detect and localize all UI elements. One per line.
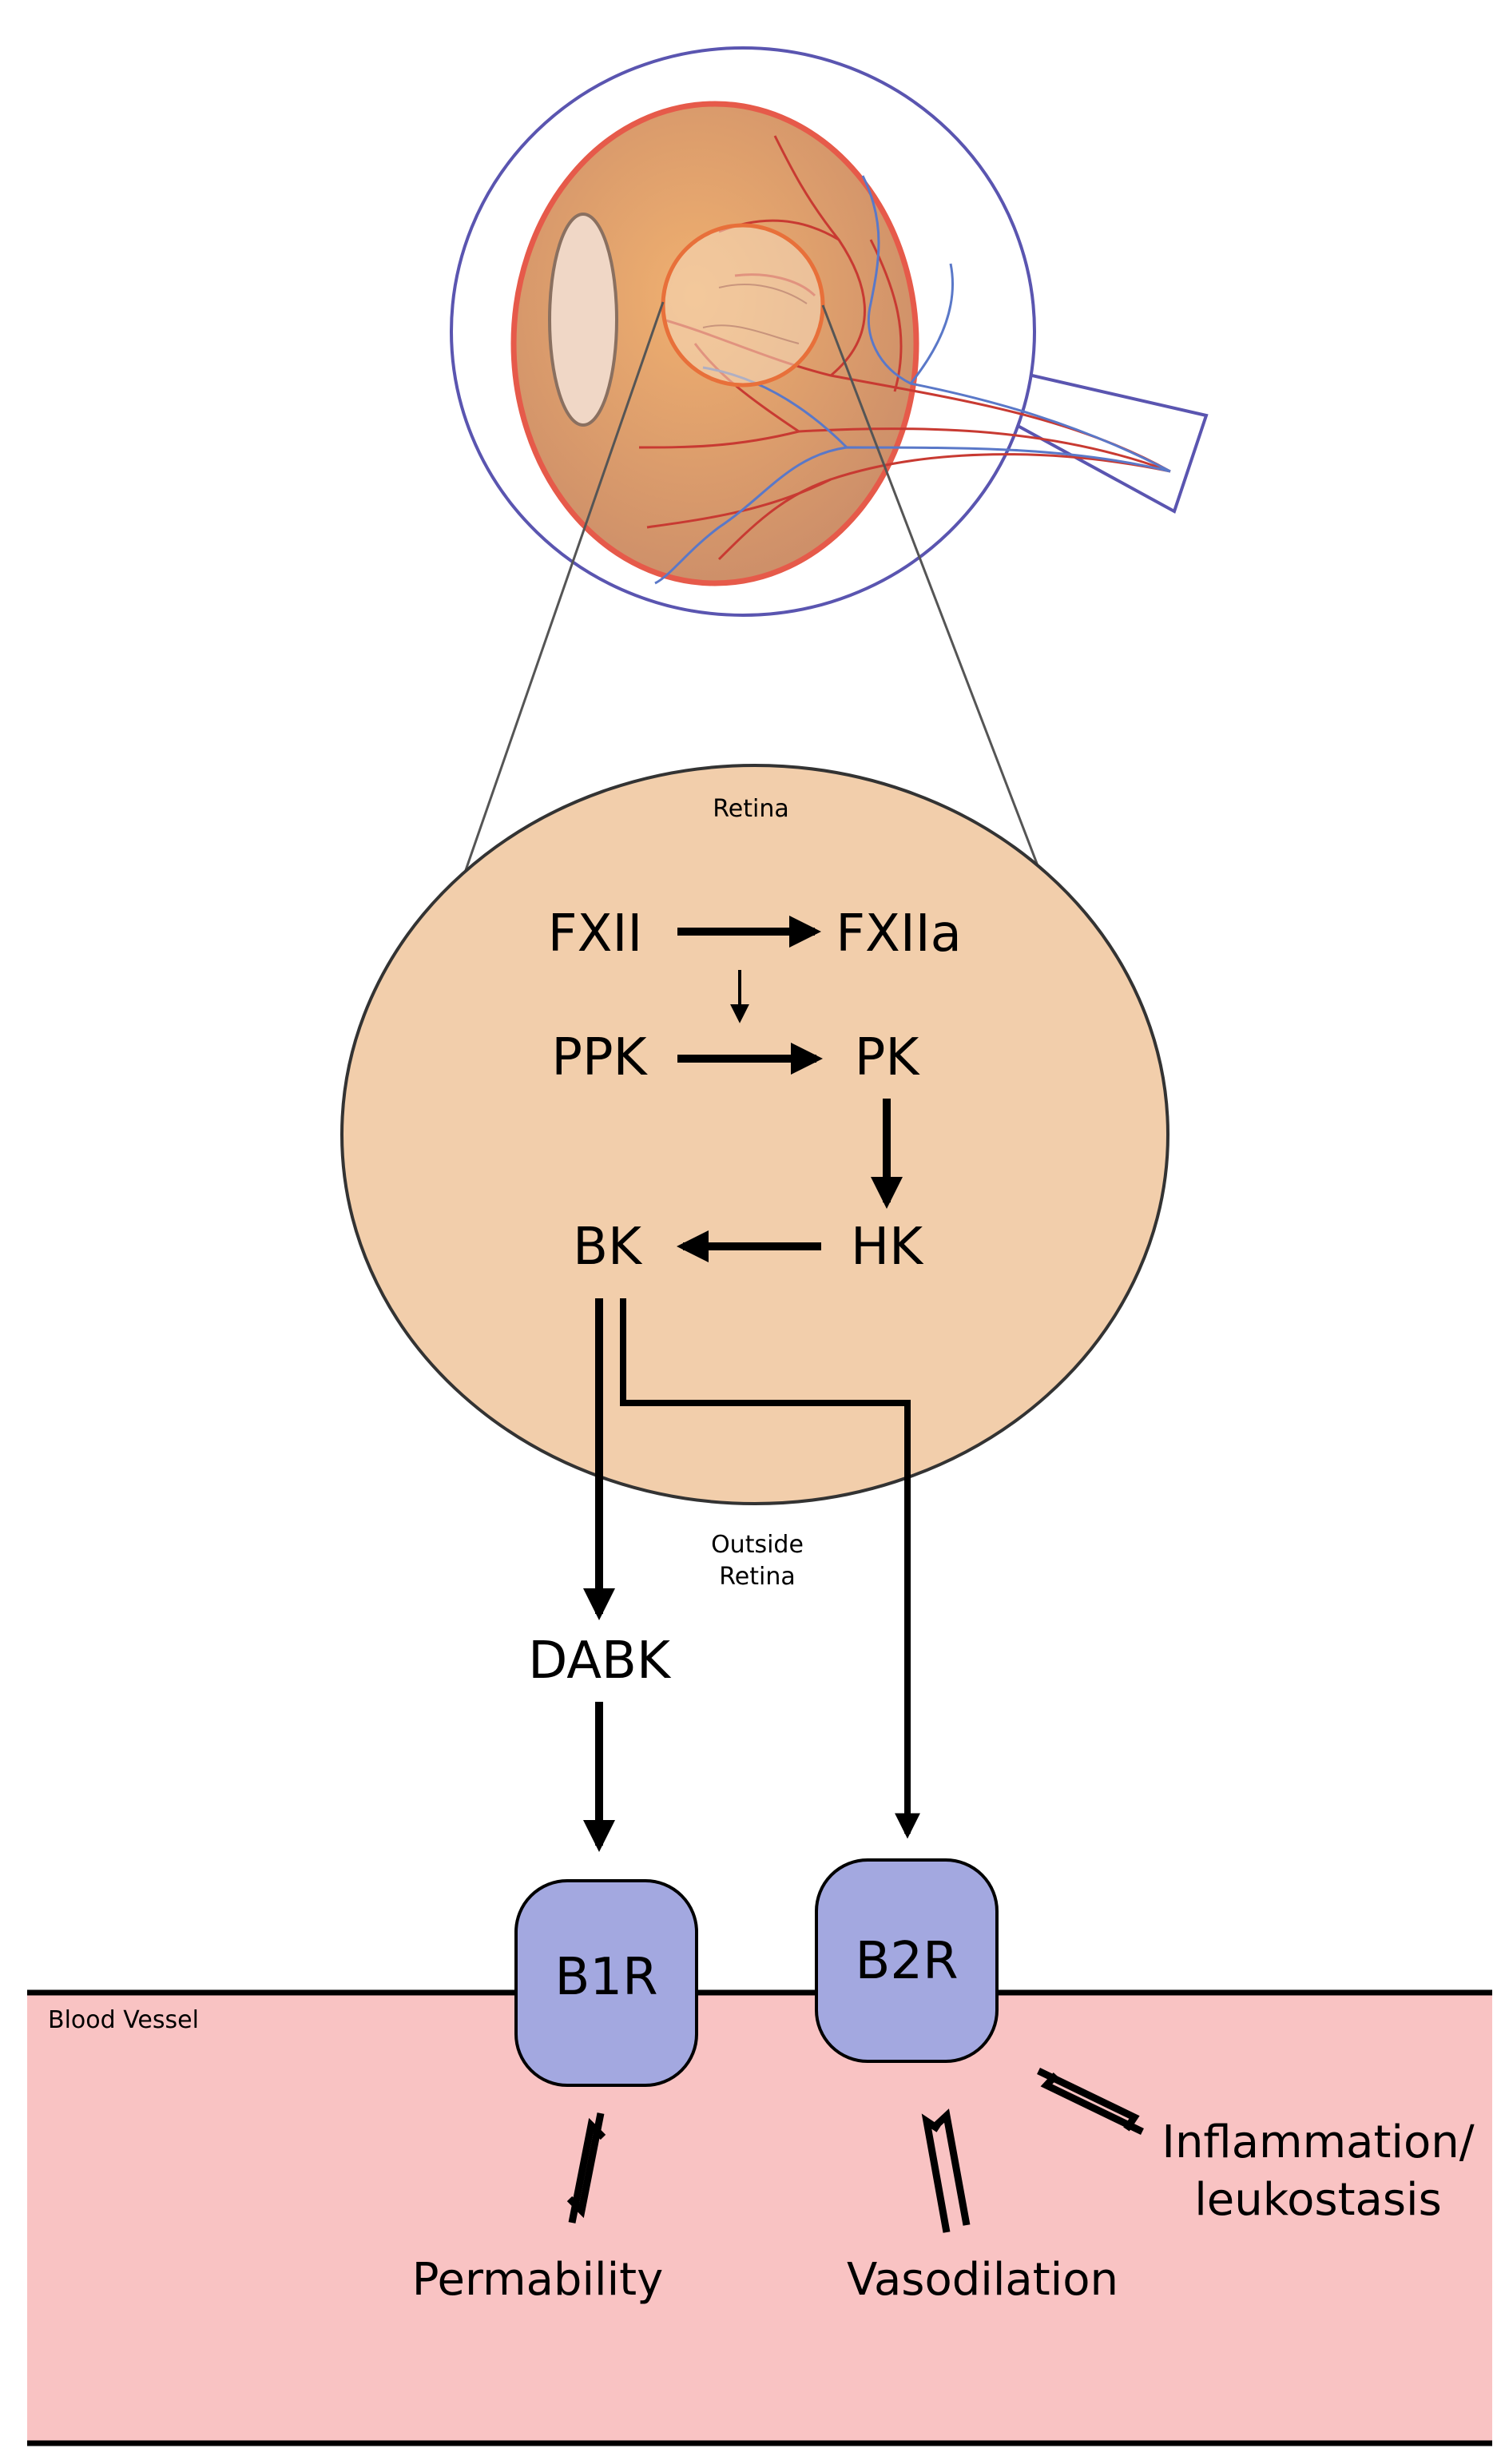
node-hk: HK <box>851 1218 924 1277</box>
node-bk: BK <box>573 1218 643 1277</box>
effect-inflammation-line1: Inflammation/ <box>1162 2116 1474 2168</box>
zoom-line-left <box>463 301 665 873</box>
equilibrium-b2r-inflammation <box>1037 2067 1144 2136</box>
blood-vessel-label: Blood Vessel <box>48 2006 199 2034</box>
arrow-bk-to-b2r <box>620 1298 920 1839</box>
lens <box>548 213 618 427</box>
effect-vasodilation: Vasodilation <box>847 2254 1118 2306</box>
zoom-region <box>661 223 825 387</box>
node-fxii: FXII <box>548 904 642 964</box>
receptor-b2r-label: B2R <box>855 1932 958 1991</box>
node-dabk: DABK <box>528 1631 672 1691</box>
effect-inflammation-line2: leukostasis <box>1194 2174 1442 2226</box>
outside-retina-label-line1: Outside <box>711 1531 804 1559</box>
blood-vessel <box>27 1993 1492 2443</box>
eye-illustration <box>450 46 1209 617</box>
retina-label: Retina <box>713 795 788 823</box>
receptor-b2r <box>815 1858 999 2063</box>
equilibrium-b2r-vasodilation <box>921 2108 971 2233</box>
outside-retina-label-line2: Retina <box>719 1563 795 1591</box>
effect-permeability: Permability <box>412 2254 663 2306</box>
equilibrium-b1r-permeability <box>566 2112 606 2224</box>
retinal-veins <box>654 175 1171 585</box>
node-ppk: PPK <box>551 1028 648 1087</box>
receptor-b1r <box>514 1879 698 2087</box>
node-pk: PK <box>855 1028 921 1087</box>
node-fxiia: FXIIa <box>836 904 962 964</box>
zoom-line-right <box>821 304 1040 868</box>
receptor-b1r-label: B1R <box>554 1948 657 2007</box>
retina-circle <box>340 764 1169 1505</box>
